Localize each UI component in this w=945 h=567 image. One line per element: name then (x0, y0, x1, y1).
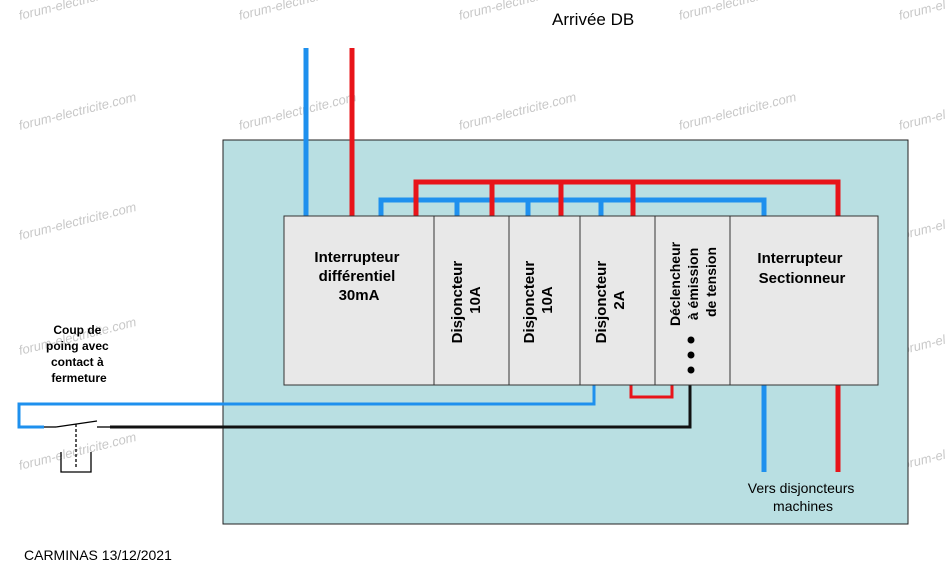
ddr-label-line2: différentiel (319, 268, 396, 285)
watermark-text: forum-electricite.com (17, 199, 138, 243)
button-return-wire (110, 370, 692, 429)
breaker2-module (508, 215, 581, 386)
isolator-label-line1: Interrupteur (757, 250, 842, 267)
breaker3-label-line2: 2A (611, 290, 628, 309)
outgoing-label: Vers disjoncteurs machines (748, 480, 859, 514)
phase-bus (413, 179, 841, 216)
title: Arrivée DB (552, 10, 634, 29)
breaker2-label: Disjoncteur 10A (521, 257, 556, 344)
watermark-text: forum-electricite.com (237, 89, 358, 133)
shunt-terminal-3 (687, 366, 695, 374)
ddr-label: Interrupteur différentiel 30mA (314, 249, 403, 304)
breaker1-module (433, 215, 510, 386)
isolator-label-line2: Sectionneur (759, 270, 846, 287)
watermark-text: forum-electricite.com (677, 89, 798, 133)
author-credit: CARMINAS 13/12/2021 (24, 547, 172, 563)
watermark-text: forum-electricite.com (17, 429, 138, 473)
watermark-text: forum-electricite.com (17, 89, 138, 133)
shunt-trip-label: Déclencheur à émission de tension (667, 238, 719, 326)
watermark-text: forum-electricite.com (457, 89, 578, 133)
shunt-trip-label-line3: de tension (703, 247, 719, 317)
breaker1-label-line2: 10A (467, 286, 484, 314)
emergency-button-label: Coup de poing avec contact à fermeture (46, 323, 112, 385)
outgoing-label-line2: machines (773, 498, 833, 514)
ddr-label-line3: 30mA (339, 287, 380, 304)
breaker1-label-line1: Disjoncteur (449, 261, 466, 344)
button-neutral-wire (17, 385, 596, 429)
watermark-text: forum-electricite.com (897, 0, 945, 23)
shunt-trip-label-line2: à émission (685, 248, 701, 320)
emergency-label-line2: poing avec (46, 339, 109, 353)
modules (283, 215, 879, 386)
isolator-label: Interrupteur Sectionneur (757, 250, 846, 287)
breaker3-label-line1: Disjoncteur (593, 261, 610, 344)
shunt-trip-label-line1: Déclencheur (667, 241, 683, 326)
ddr-module (283, 215, 435, 386)
breaker2-label-line2: 10A (539, 286, 556, 314)
neutral-bus (378, 197, 767, 216)
ddr-label-line1: Interrupteur (314, 249, 399, 266)
isolator-module (729, 215, 879, 386)
breaker1-label: Disjoncteur 10A (449, 257, 484, 344)
emergency-label-line4: fermeture (51, 371, 107, 385)
breaker3-label: Disjoncteur 2A (593, 257, 628, 344)
breaker2-label-line1: Disjoncteur (521, 261, 538, 344)
emergency-stop-switch-symbol (44, 420, 110, 473)
emergency-label-line3: contact à (51, 355, 104, 369)
watermark-text: forum-electricite.com (897, 89, 945, 133)
shunt-terminal-1 (687, 336, 695, 344)
outgoing-label-line1: Vers disjoncteurs (748, 480, 855, 496)
watermark-text: forum-electricite.com (237, 0, 358, 23)
watermark-text: forum-electricite.com (677, 0, 798, 23)
breaker3-module (579, 215, 656, 386)
shunt-terminal-2 (687, 351, 695, 359)
watermark-text: forum-electricite.com (17, 0, 138, 23)
emergency-label-line1: Coup de (53, 323, 101, 337)
